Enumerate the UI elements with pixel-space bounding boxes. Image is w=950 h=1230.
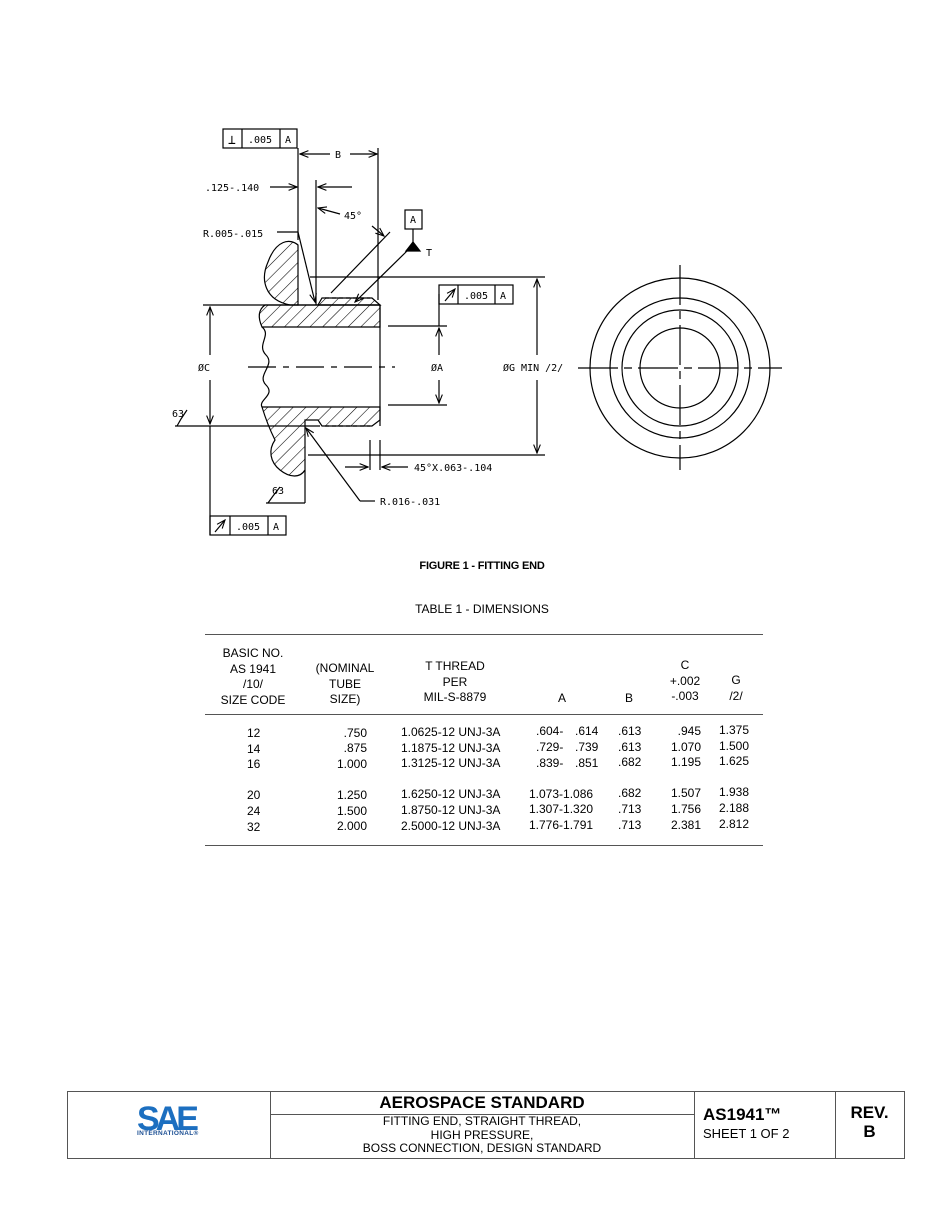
table-bottom-rule [205, 845, 763, 846]
revision-label: REV. [850, 1103, 889, 1122]
end-view [578, 265, 782, 470]
table-header-rule [205, 714, 763, 715]
header-g: G/2/ [729, 673, 743, 703]
fcf-bottom-value: .005 [236, 522, 260, 533]
dia-g-label: ØG MIN /2/ [503, 362, 563, 374]
standard-title: AEROSPACE STANDARD [270, 1092, 694, 1115]
document-number-cell: AS1941™ SHEET 1 OF 2 [694, 1092, 836, 1158]
document-number: AS1941™ [703, 1105, 782, 1124]
finish-63-top: 63 [172, 409, 184, 420]
fcf-bottom-datum: A [273, 522, 279, 533]
dia-a-label: ØA [431, 362, 443, 374]
radius-top-label: R.005-.015 [203, 229, 263, 240]
dia-c-label: ØC [198, 362, 210, 374]
table-title: TABLE 1 - DIMENSIONS [415, 602, 549, 616]
title-block-center: AEROSPACE STANDARD FITTING END, STRAIGHT… [270, 1092, 695, 1158]
fitting-end-drawing: ⊥ .005 A B .125-.140 45° R.005-.015 A T … [172, 128, 782, 536]
chamfer-label: 45°X.063-.104 [414, 463, 492, 474]
thread-t-label: T [426, 248, 432, 259]
header-b: B [624, 691, 633, 705]
fcf-right-datum: A [500, 291, 506, 302]
header-basic-no: BASIC NO.AS 1941/10/SIZE CODE [220, 646, 286, 707]
table-top-rule [205, 634, 763, 635]
figure-caption: FIGURE 1 - FITTING END [419, 560, 545, 572]
sae-logo: SAE INTERNATIONAL® [68, 1092, 271, 1158]
header-c: C+.002-.003 [669, 658, 701, 703]
dim-125-140-label: .125-.140 [205, 183, 259, 194]
finish-63-bottom: 63 [272, 486, 284, 497]
angle-45-label: 45° [344, 211, 362, 222]
perpendicularity-symbol: ⊥ [228, 133, 236, 148]
sae-logo-icon: SAE [137, 1102, 201, 1132]
revision-cell: REV. B [835, 1092, 904, 1158]
fcf-top-value: .005 [248, 135, 272, 146]
figure-fitting-end: ⊥ .005 A B .125-.140 45° R.005-.015 A T … [0, 0, 950, 560]
title-block: SAE INTERNATIONAL® AEROSPACE STANDARD FI… [67, 1091, 905, 1159]
header-a: A [557, 691, 566, 705]
datum-a-label: A [410, 215, 416, 226]
standard-subtitle: FITTING END, STRAIGHT THREAD, HIGH PRESS… [362, 1114, 602, 1155]
fcf-runout-bottom [209, 515, 287, 536]
fcf-right-value: .005 [464, 291, 488, 302]
sae-logo-subtext: INTERNATIONAL® [137, 1130, 199, 1137]
svg-text:SAE: SAE [137, 1102, 198, 1132]
fcf-top-datum: A [285, 135, 291, 146]
dim-b-label: B [335, 150, 341, 161]
fcf-perpendicularity [222, 128, 298, 149]
radius-bottom-label: R.016-.031 [380, 497, 440, 508]
sheet-number: SHEET 1 OF 2 [703, 1126, 790, 1141]
revision-value: B [863, 1122, 876, 1141]
